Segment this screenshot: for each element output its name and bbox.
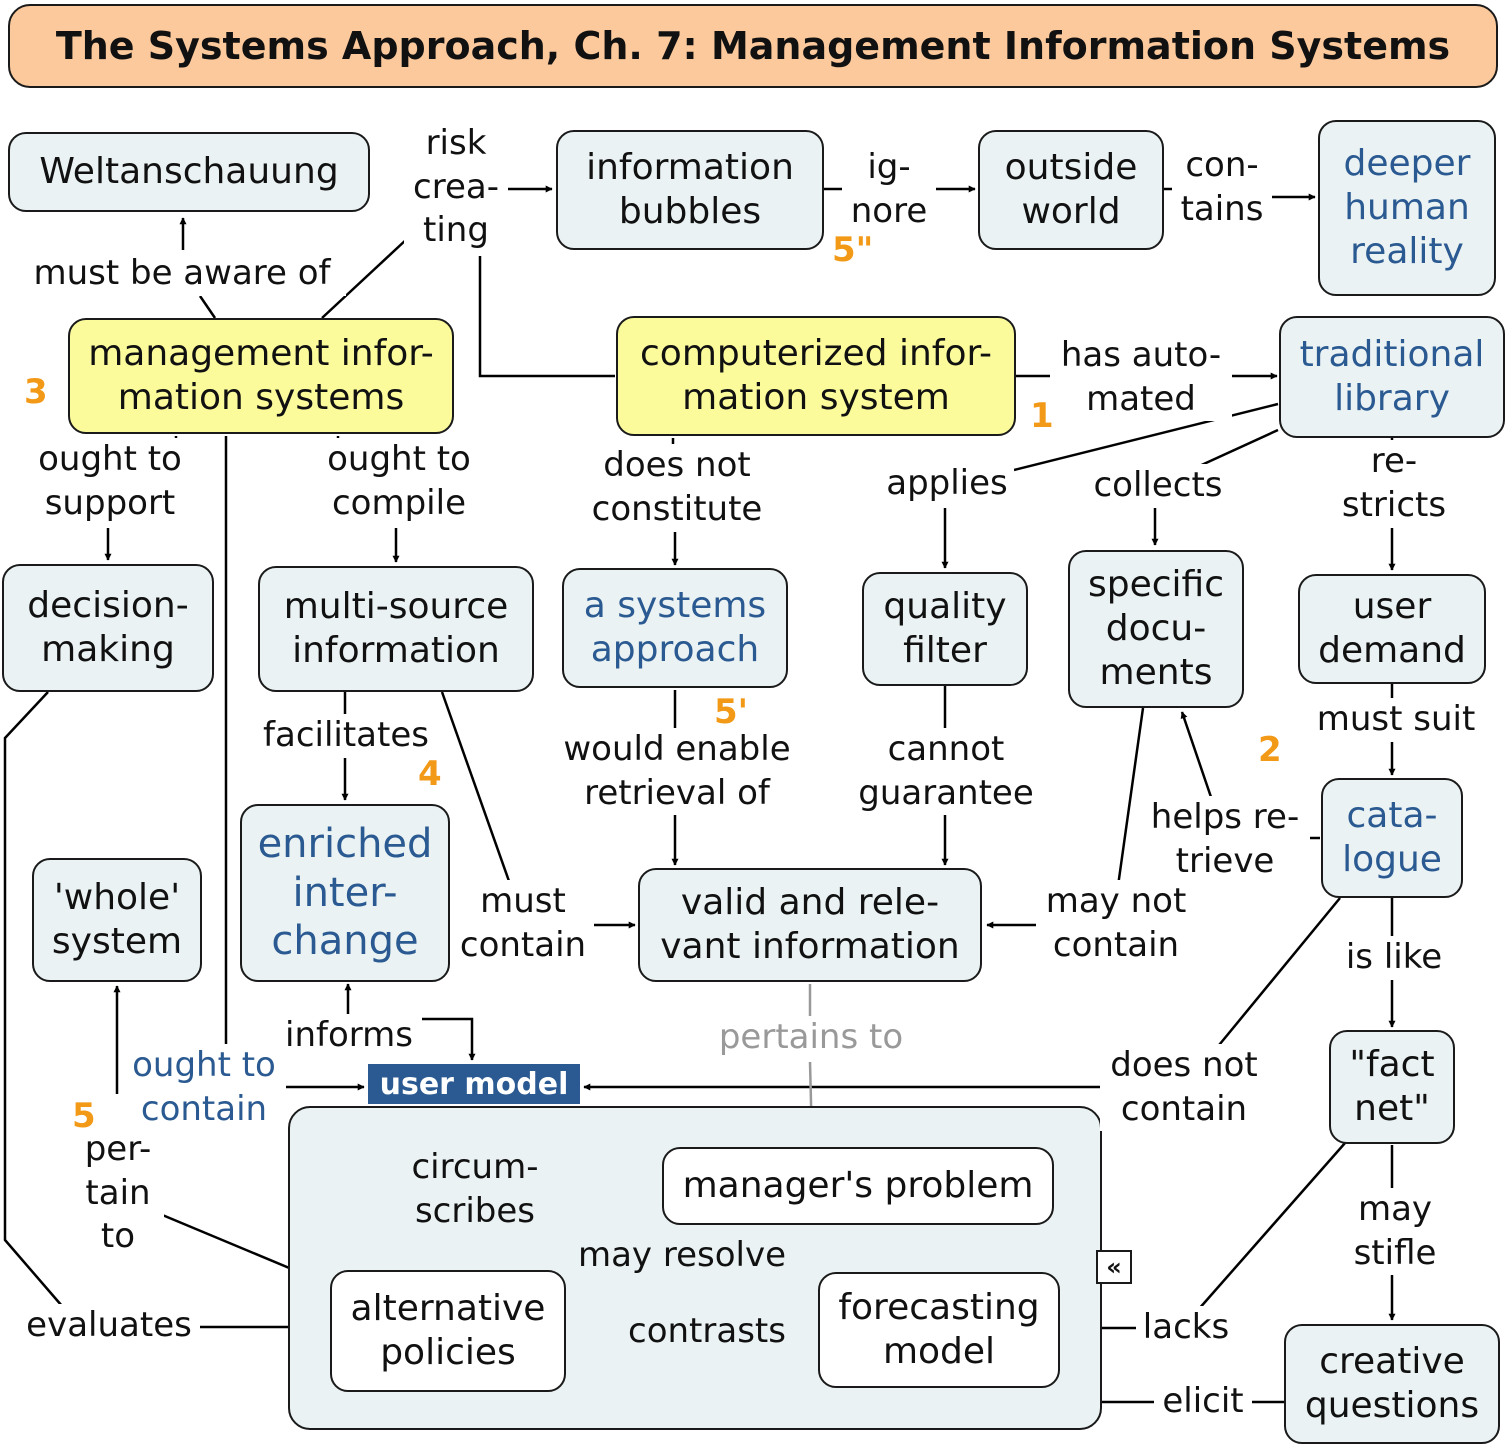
node-weltanschauung[interactable]: Weltanschauung [8,132,370,212]
link-must-contain[interactable]: must contain [452,880,594,968]
link-collects[interactable]: collects [1086,464,1230,508]
node-forecasting-model[interactable]: forecasting model [818,1272,1060,1388]
node-multi-source-information[interactable]: multi-source information [258,566,534,692]
link-may-not-contain[interactable]: may not contain [1036,880,1196,968]
step-number: 5" [832,230,874,270]
link-evaluates[interactable]: evaluates [18,1304,200,1348]
link-restricts[interactable]: re- stricts [1336,440,1452,528]
link-risk-creating[interactable]: risk crea- ting [404,122,508,253]
link-may-stifle[interactable]: may stifle [1346,1188,1444,1276]
node-valid-relevant-information[interactable]: valid and rele- vant information [638,868,982,982]
node-enriched-interchange[interactable]: enriched inter- change [240,804,450,982]
step-number: 1 [1030,396,1054,436]
link-does-not-contain[interactable]: does not contain [1100,1044,1268,1132]
link-lacks[interactable]: lacks [1136,1306,1236,1350]
node-alternative-policies[interactable]: alternative policies [330,1270,566,1392]
link-contrasts[interactable]: contrasts [618,1310,796,1354]
link-helps-retrieve[interactable]: helps re- trieve [1140,796,1310,884]
node-quality-filter[interactable]: quality filter [862,572,1028,686]
node-creative-questions[interactable]: creative questions [1284,1324,1500,1444]
node-computerized-information-system[interactable]: computerized infor- mation system [616,316,1016,436]
node-a-systems-approach[interactable]: a systems approach [562,568,788,688]
node-deeper-human-reality[interactable]: deeper human reality [1318,120,1496,296]
node-whole-system[interactable]: 'whole' system [32,858,202,982]
link-pertains-to[interactable]: pertains to [706,1016,916,1060]
link-elicit[interactable]: elicit [1154,1380,1252,1424]
node-management-information-systems[interactable]: management infor- mation systems [68,318,454,434]
link-circumscribes[interactable]: circum- scribes [402,1146,548,1234]
node-managers-problem[interactable]: manager's problem [662,1147,1054,1225]
link-ignore[interactable]: ig- nore [842,146,936,234]
node-outside-world[interactable]: outside world [978,130,1164,250]
link-ought-to-compile[interactable]: ought to compile [316,438,482,526]
node-fact-net[interactable]: "fact net" [1329,1030,1455,1144]
link-must-suit[interactable]: must suit [1306,698,1486,742]
link-is-like[interactable]: is like [1336,936,1452,980]
node-decision-making[interactable]: decision- making [2,564,214,692]
link-facilitates[interactable]: facilitates [254,714,438,758]
link-contains[interactable]: con- tains [1172,144,1272,232]
link-does-not-constitute[interactable]: does not constitute [582,444,772,532]
step-number: 5 [72,1096,96,1136]
link-informs[interactable]: informs [276,1014,422,1058]
step-number: 5' [714,692,749,732]
step-number: 3 [24,372,48,412]
link-cannot-guarantee[interactable]: cannot guarantee [848,728,1044,816]
node-catalogue[interactable]: cata- logue [1321,778,1463,898]
link-may-resolve[interactable]: may resolve [566,1234,798,1278]
link-has-automated[interactable]: has auto- mated [1050,334,1232,422]
link-ought-to-support[interactable]: ought to support [26,438,194,526]
double-chevron-left-icon[interactable]: « [1096,1250,1132,1284]
node-user-demand[interactable]: user demand [1298,574,1486,684]
node-information-bubbles[interactable]: information bubbles [556,130,824,250]
link-must-be-aware-of[interactable]: must be aware of [18,252,346,296]
map-title: The Systems Approach, Ch. 7: Management … [8,4,1498,88]
step-number: 2 [1258,730,1282,770]
link-would-enable-retrieval-of[interactable]: would enable retrieval of [554,728,800,816]
link-pertain-to[interactable]: per- tain to [72,1128,164,1259]
link-applies[interactable]: applies [880,462,1014,506]
node-traditional-library[interactable]: traditional library [1279,316,1505,438]
step-number: 4 [418,754,442,794]
link-ought-to-contain[interactable]: ought to contain [122,1044,286,1132]
user-model-label[interactable]: user model [368,1064,580,1104]
node-specific-documents[interactable]: specific docu- ments [1068,550,1244,708]
